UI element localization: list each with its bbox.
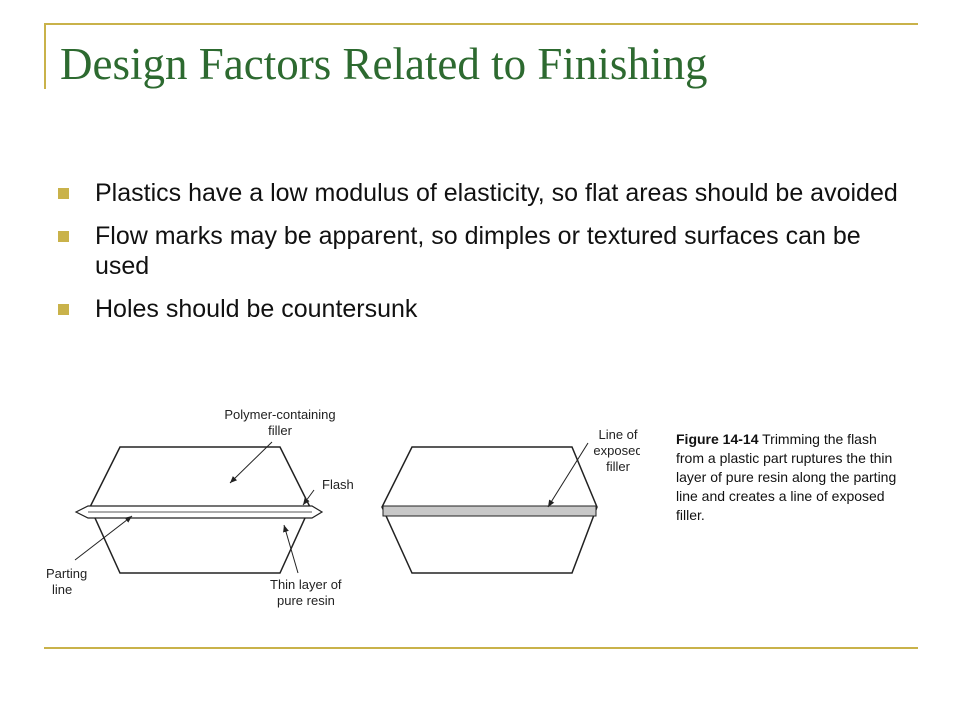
label-thin-layer-line1: Thin layer of — [270, 577, 342, 592]
trimmed-part — [381, 446, 598, 574]
label-polymer-filler-line1: Polymer-containing — [224, 407, 335, 422]
trimming-figure: Polymer-containing filler Flash Parting … — [46, 407, 640, 608]
label-exposed-filler-line1: Line of — [598, 427, 637, 442]
bullet-item: Plastics have a low modulus of elasticit… — [58, 178, 918, 208]
frame-bottom-line — [44, 647, 918, 649]
bullet-item: Holes should be countersunk — [58, 294, 918, 324]
bullet-item: Flow marks may be apparent, so dimples o… — [58, 221, 918, 281]
label-flash: Flash — [322, 477, 354, 492]
frame-left-line — [44, 23, 46, 89]
caption-text: Trimming the flash from a plastic part r… — [676, 431, 897, 523]
figure-caption: Figure 14-14 Trimming the flash from a p… — [676, 430, 908, 525]
square-bullet-icon — [58, 304, 69, 315]
frame-top-line — [44, 23, 918, 25]
bullet-text: Flow marks may be apparent, so dimples o… — [95, 222, 861, 280]
bullet-list: Plastics have a low modulus of elasticit… — [58, 178, 918, 337]
label-parting-line2: line — [52, 582, 72, 597]
label-thin-layer-line2: pure resin — [277, 593, 335, 608]
label-polymer-filler-line2: filler — [268, 423, 293, 438]
label-parting-line1: Parting — [46, 566, 87, 581]
part-with-flash — [74, 446, 324, 574]
square-bullet-icon — [58, 231, 69, 242]
caption-label: Figure 14-14 — [676, 431, 759, 447]
slide-title: Design Factors Related to Finishing — [60, 39, 708, 89]
bullet-text: Plastics have a low modulus of elasticit… — [95, 179, 898, 207]
bullet-text: Holes should be countersunk — [95, 295, 418, 323]
square-bullet-icon — [58, 188, 69, 199]
label-exposed-filler-line2: exposed — [593, 443, 640, 458]
label-exposed-filler-line3: filler — [606, 459, 631, 474]
